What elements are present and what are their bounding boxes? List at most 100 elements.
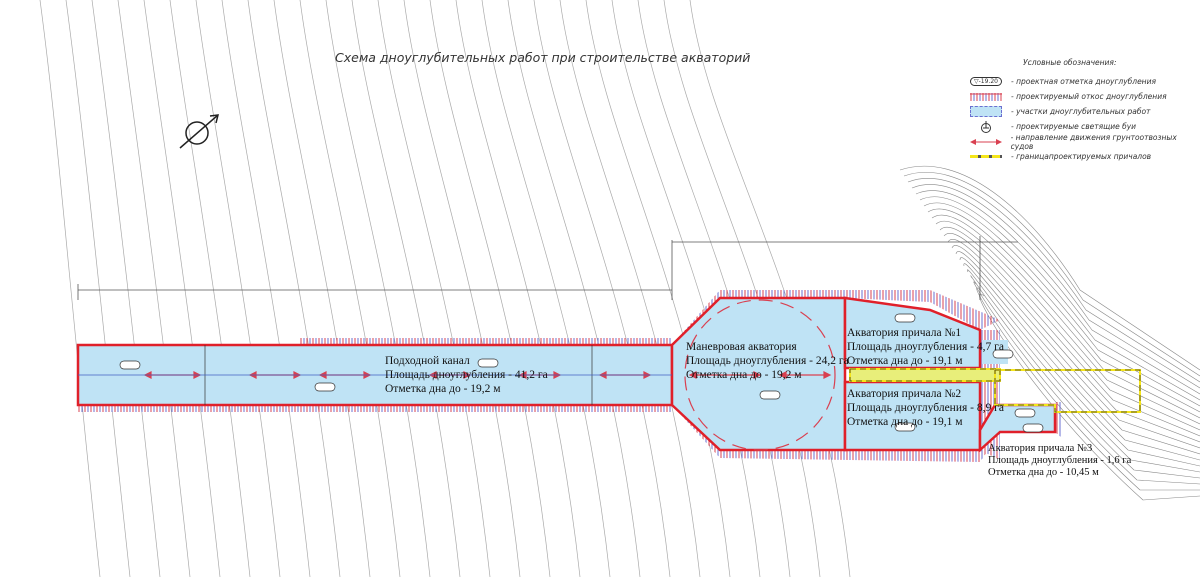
contour-line [247, 0, 341, 577]
contour-line [299, 0, 401, 577]
depth-mark-icon [759, 390, 781, 400]
contour-line [507, 0, 641, 577]
legend-label: - проектная отметка дноуглубления [1011, 77, 1156, 86]
contour-line [325, 0, 431, 577]
legend-label: - участки дноуглубительных работ [1011, 107, 1151, 116]
arrow-icon [778, 371, 832, 379]
depth-mark-icon: ▽-19.20 [965, 77, 1007, 86]
berth-boundary-icon [965, 155, 1007, 158]
contour-line [689, 0, 851, 577]
drawing-title: Схема дноуглубительных работ при строите… [335, 50, 751, 65]
contour-line [195, 0, 281, 577]
area-size: Площадь дноуглубления - 1,6 га [988, 455, 1132, 466]
depth-mark-icon [1022, 423, 1044, 433]
legend: Условные обозначения: ▽-19.20 - проектна… [965, 58, 1200, 164]
berth2-label: Акватория причала №2 Площадь дноуглублен… [847, 387, 1004, 429]
area-name: Акватория причала №3 [988, 443, 1093, 454]
terrain-contours [899, 165, 1200, 501]
berth-boundaries [849, 368, 1141, 413]
contour-line [39, 0, 101, 577]
terrain-contour [967, 269, 1200, 473]
terrain-contour [963, 263, 1200, 467]
contour-line [143, 0, 221, 577]
depth-mark-icon [894, 422, 916, 432]
legend-label: - границапроектируемых причалов [1011, 152, 1152, 161]
contour-line [429, 0, 551, 577]
terrain-contour [943, 233, 1200, 437]
terrain-contour [903, 171, 1200, 377]
legend-label: - направление движения грунтоотвозных су… [1010, 132, 1177, 151]
depth-mark-icon [992, 349, 1014, 359]
contour-line [403, 0, 521, 577]
terrain-contour [927, 208, 1200, 413]
terrain-contour [915, 190, 1200, 395]
depth-marks [119, 313, 1044, 433]
depth-mark-icon [314, 382, 336, 392]
area-size: Площадь дноуглубления - 24,2 га [686, 355, 849, 367]
terrain-contour [976, 287, 1200, 491]
contour-line [377, 0, 491, 577]
contour-line [117, 0, 191, 577]
depth-mark-icon [119, 360, 141, 370]
terrain-contour [955, 251, 1200, 455]
terrain-contour [979, 293, 1200, 501]
contour-line [169, 0, 251, 577]
dredging-area-icon [965, 106, 1007, 117]
terrain-contour [923, 202, 1200, 407]
contour-line [559, 0, 701, 577]
area-name: Акватория причала №1 [847, 327, 962, 339]
legend-item: - проектируемый откос дноуглубления [965, 89, 1200, 104]
area-depth: Отметка дна до - 19,2 м [686, 369, 802, 381]
contour-line [637, 0, 791, 577]
contour-line [65, 0, 131, 577]
terrain-contour [947, 239, 1200, 443]
area-name: Подходной канал [385, 355, 470, 367]
contour-line [663, 0, 821, 577]
legend-item: ▽-19.20 - проектная отметка дноуглублени… [965, 74, 1200, 89]
contour-line [221, 0, 311, 577]
berth1-label: Акватория причала №1 Площадь дноуглублен… [847, 326, 1004, 368]
area-name: Маневровая акватория [686, 341, 797, 353]
terrain-contour [911, 184, 1200, 389]
legend-header: Условные обозначения: [1023, 58, 1117, 67]
area-size: Площадь дноуглубления - 4,7 га [847, 341, 1004, 353]
contour-line [611, 0, 761, 577]
area-depth: Отметка дна до - 19,2 м [385, 383, 501, 395]
maneuver-label: Маневровая акватория Площадь дноуглублен… [686, 340, 849, 382]
north-arrow-icon [179, 114, 219, 149]
dimension-lines [77, 236, 1018, 300]
contour-line [533, 0, 671, 577]
terrain-contour [973, 281, 1200, 485]
terrain-contour [970, 275, 1200, 479]
terrain-contour [951, 245, 1200, 449]
contour-line [273, 0, 371, 577]
section-lines [78, 345, 672, 405]
terrain-contour [939, 227, 1200, 431]
legend-item: - границапроектируемых причалов [965, 149, 1200, 164]
contour-line [91, 0, 161, 577]
area-depth: Отметка дна до - 19,1 м [847, 355, 963, 367]
terrain-contour [919, 196, 1200, 401]
arrow-icon [965, 138, 1007, 146]
contour-line [481, 0, 611, 577]
contour-line [585, 0, 731, 577]
contour-line [351, 0, 461, 577]
terrain-contour [899, 165, 1200, 371]
area-depth: Отметка дна до - 10,45 м [988, 467, 1099, 478]
depth-mark-icon [477, 358, 499, 368]
depth-mark-icon [894, 313, 916, 323]
terrain-contour [959, 257, 1200, 461]
terrain-contour [935, 220, 1200, 425]
area-depth: Отметка дна до - 19,1 м [847, 416, 963, 428]
arrow-icon [688, 371, 762, 379]
legend-item: - проектируемые светящие буи [965, 119, 1200, 134]
area-size: Площадь дноуглубления - 41,2 га [385, 369, 548, 381]
depth-mark-icon [1014, 408, 1036, 418]
contour-lines [39, 0, 851, 577]
depth-mark-text: ▽-19.20 [970, 77, 1002, 86]
legend-item: - направление движения грунтоотвозных су… [965, 132, 1200, 151]
buoy-icon [965, 120, 1007, 133]
area-name: Акватория причала №2 [847, 388, 962, 400]
legend-label: - проектируемый откос дноуглубления [1011, 92, 1167, 101]
